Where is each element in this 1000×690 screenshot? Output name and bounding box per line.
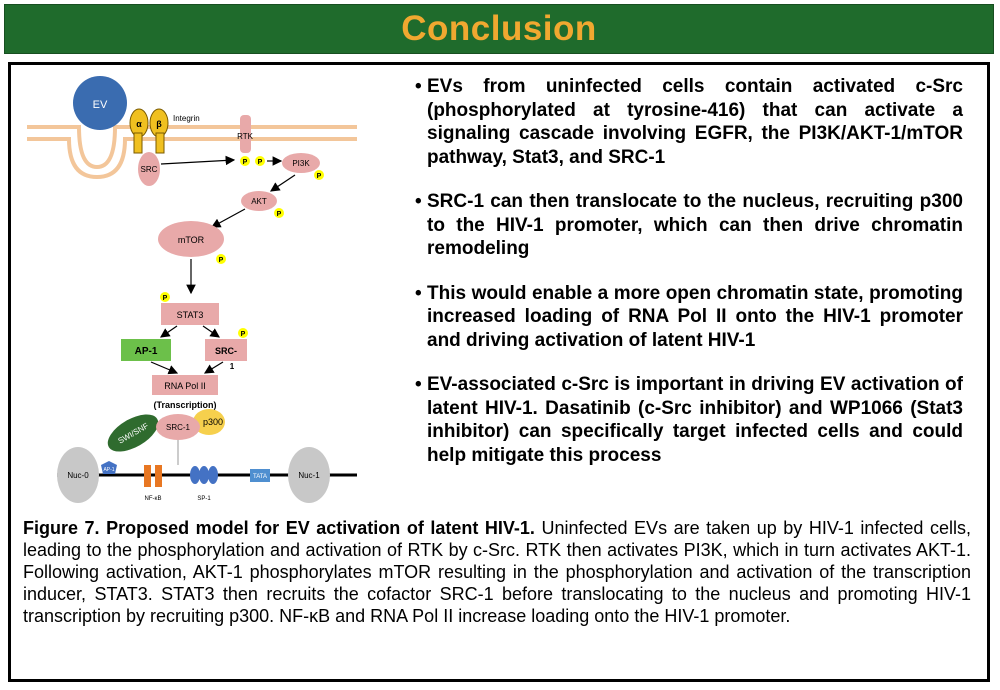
caption-label: Figure 7. Proposed model for EV activati… xyxy=(23,518,535,538)
nuc0-label: Nuc-0 xyxy=(67,471,89,480)
transcription-label: (Transcription) xyxy=(153,400,216,410)
bullet-text: EV-associated c-Src is important in driv… xyxy=(427,374,963,466)
svg-text:P: P xyxy=(317,173,322,180)
nucleosome-1 xyxy=(288,447,330,503)
svg-text:P: P xyxy=(277,211,282,218)
header-banner: Conclusion xyxy=(4,4,994,54)
src1-protein xyxy=(205,339,247,361)
figure-caption: Figure 7. Proposed model for EV activati… xyxy=(23,517,971,627)
caption-text: Uninfected EVs are taken up by HIV-1 inf… xyxy=(23,518,971,626)
nuc1-label: Nuc-1 xyxy=(298,471,320,480)
src1-label-line2: 1 xyxy=(230,362,235,371)
ev-vesicle xyxy=(73,76,127,130)
mtor-protein xyxy=(158,221,224,257)
p300-protein xyxy=(193,409,225,435)
svg-text:P: P xyxy=(163,295,168,302)
swi-snf-complex xyxy=(107,414,159,452)
ev-label: EV xyxy=(93,99,108,111)
bullet-item: • This would enable a more open chromati… xyxy=(415,282,963,351)
svg-text:P: P xyxy=(219,257,224,264)
rtk-receptor xyxy=(240,115,251,153)
page-title: Conclusion xyxy=(401,9,597,48)
phospho-marker xyxy=(240,156,250,166)
src-label: SRC xyxy=(141,165,158,174)
svg-text:P: P xyxy=(241,331,246,338)
bullet-text: This would enable a more open chromatin … xyxy=(427,282,963,351)
pi3k-protein xyxy=(282,153,320,173)
phospho-marker xyxy=(314,170,324,180)
ap1-label: AP-1 xyxy=(135,346,158,357)
pi3k-label: PI3K xyxy=(292,159,310,168)
svg-text:P: P xyxy=(258,159,263,166)
src-protein xyxy=(138,152,160,186)
bullet-item: • SRC-1 can then translocate to the nucl… xyxy=(415,191,963,259)
nfkb-site xyxy=(144,465,151,487)
rna-pol-ii xyxy=(152,375,218,395)
bullet-item: • EV-associated c-Src is important in dr… xyxy=(415,374,963,466)
nfkb-label: NF-κB xyxy=(145,496,162,502)
rna-pol-label: RNA Pol II xyxy=(164,381,206,391)
sp1-label: SP-1 xyxy=(197,496,211,502)
ap1-site-label: AP-1 xyxy=(103,467,114,473)
bullet-text: SRC-1 can then translocate to the nucleu… xyxy=(427,191,963,259)
svg-text:P: P xyxy=(243,159,248,166)
mtor-label: mTOR xyxy=(178,235,205,245)
phospho-marker xyxy=(216,254,226,264)
integrin-receptor xyxy=(129,108,169,154)
integrin-label: Integrin xyxy=(173,114,200,123)
ap1-protein xyxy=(121,339,171,361)
stat3-protein xyxy=(161,303,219,325)
src1-label-line1: SRC- xyxy=(215,346,237,356)
beta-label: β xyxy=(156,119,162,129)
tata-label: TATA xyxy=(253,474,267,480)
src1-nuclear xyxy=(156,414,200,440)
bullet-item: • EVs from uninfected cells contain acti… xyxy=(415,76,963,168)
content-panel: EV α β Integrin SRC RTK P P xyxy=(8,62,990,682)
phospho-marker xyxy=(160,292,170,302)
akt-protein xyxy=(241,191,277,211)
phospho-marker xyxy=(274,208,284,218)
p300-label: p300 xyxy=(203,417,223,427)
conclusion-bullets: • EVs from uninfected cells contain acti… xyxy=(415,75,963,488)
alpha-label: α xyxy=(136,119,142,129)
nucleosome-0 xyxy=(57,447,99,503)
phospho-marker xyxy=(255,156,265,166)
akt-label: AKT xyxy=(251,197,267,206)
tata-box xyxy=(250,469,270,482)
bullet-text: EVs from uninfected cells contain activa… xyxy=(427,76,963,168)
src1-nuclear-label: SRC-1 xyxy=(166,423,191,432)
phospho-marker xyxy=(238,328,248,338)
rtk-label: RTK xyxy=(237,132,254,141)
cell-membrane xyxy=(27,125,357,180)
stat3-label: STAT3 xyxy=(177,310,204,320)
ap1-site xyxy=(101,461,117,474)
signaling-pathway-diagram: EV α β Integrin SRC RTK P P xyxy=(27,69,357,509)
sp1-site xyxy=(190,466,218,484)
